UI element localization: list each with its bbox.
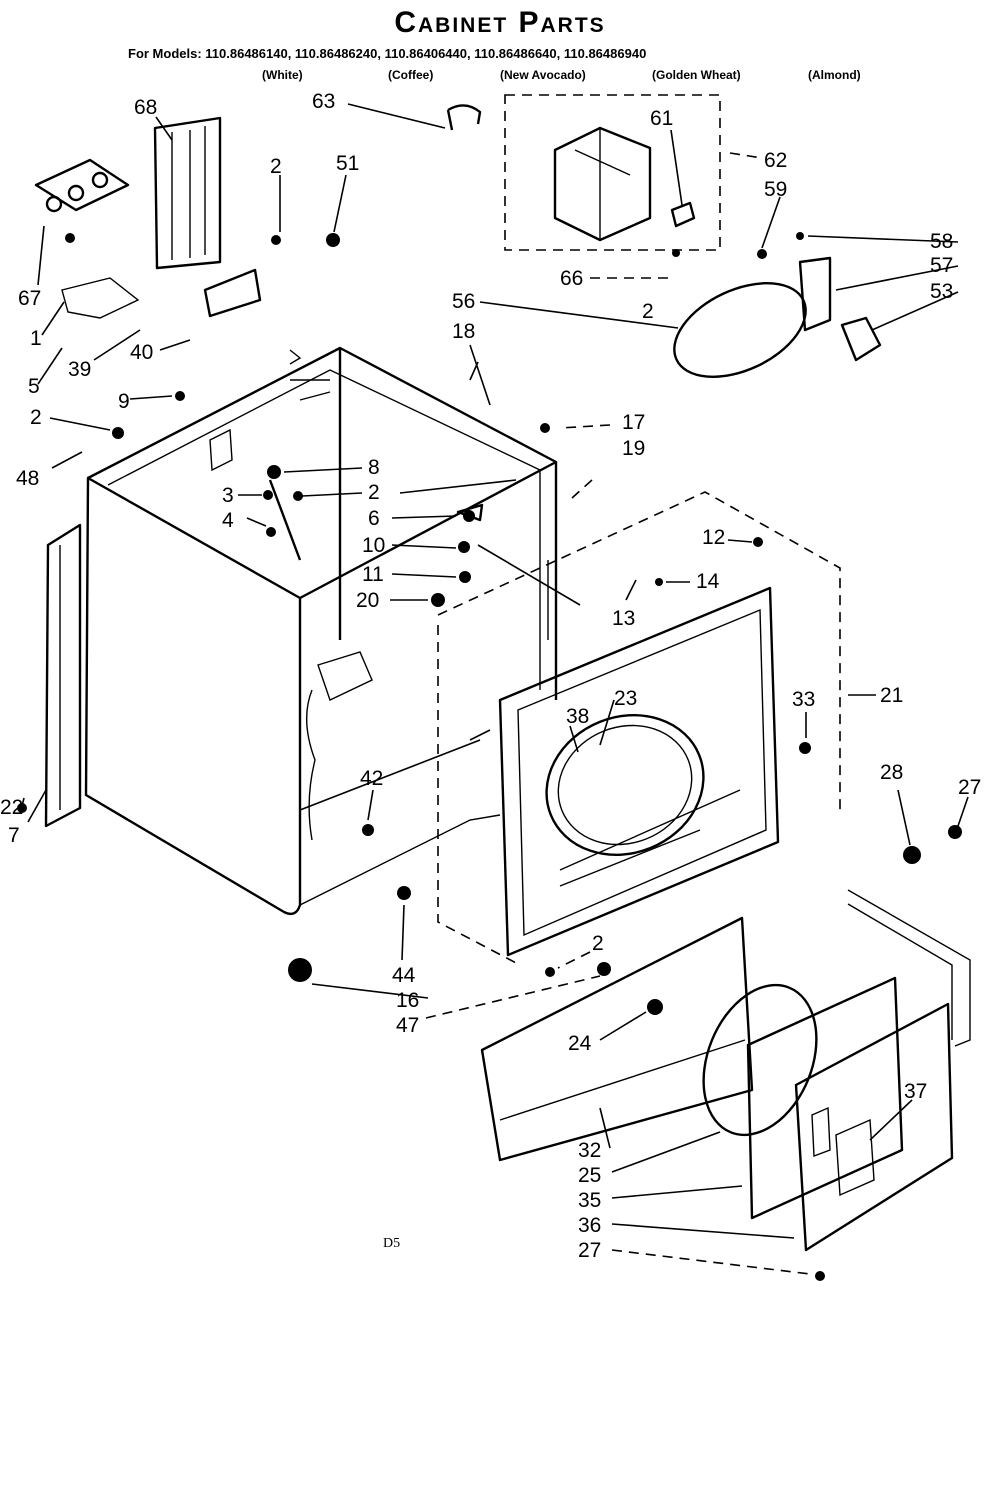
front-panel bbox=[437, 491, 841, 966]
color-label-avocado: (New Avocado) bbox=[500, 68, 586, 82]
callout-42: 42 bbox=[360, 767, 383, 790]
callout-13: 13 bbox=[612, 607, 635, 630]
callout-2: 2 bbox=[270, 155, 282, 178]
models-line: For Models: 110.86486140, 110.86486240, … bbox=[128, 46, 647, 61]
callout-37: 37 bbox=[904, 1080, 927, 1103]
callout-25: 25 bbox=[578, 1164, 601, 1187]
callout-68: 68 bbox=[134, 96, 157, 119]
callout-38: 38 bbox=[566, 705, 589, 728]
callout-27b: 27 bbox=[578, 1239, 601, 1262]
callout-16: 16 bbox=[396, 989, 419, 1012]
callout-51: 51 bbox=[336, 152, 359, 175]
callout-8: 8 bbox=[368, 456, 380, 479]
callout-28: 28 bbox=[880, 761, 903, 784]
fasteners bbox=[17, 232, 962, 1281]
page-title: Cabinet Parts bbox=[394, 6, 606, 39]
callout-2d: 2 bbox=[368, 481, 380, 504]
color-label-coffee: (Coffee) bbox=[388, 68, 434, 82]
callout-32: 32 bbox=[578, 1139, 601, 1162]
callout-61: 61 bbox=[650, 107, 673, 130]
callout-1: 1 bbox=[30, 327, 42, 350]
callout-24: 24 bbox=[568, 1032, 592, 1055]
callout-36: 36 bbox=[578, 1214, 601, 1237]
callout-27: 27 bbox=[958, 776, 981, 799]
callout-39: 39 bbox=[68, 358, 91, 381]
callout-23: 23 bbox=[614, 687, 637, 710]
callout-14: 14 bbox=[696, 570, 720, 593]
callout-12: 12 bbox=[702, 526, 725, 549]
callout-56: 56 bbox=[452, 290, 475, 313]
callout-6: 6 bbox=[368, 507, 380, 530]
callout-18: 18 bbox=[452, 320, 475, 343]
callout-21: 21 bbox=[880, 684, 903, 707]
callout-22: 22 bbox=[0, 796, 23, 819]
callout-20: 20 bbox=[356, 589, 379, 612]
callout-40: 40 bbox=[130, 341, 153, 364]
control-panel-parts bbox=[34, 116, 262, 319]
callout-11: 11 bbox=[362, 563, 384, 586]
callout-48: 48 bbox=[16, 467, 39, 490]
callout-44: 44 bbox=[392, 964, 416, 987]
callout-4: 4 bbox=[222, 509, 234, 532]
callout-33: 33 bbox=[792, 688, 815, 711]
callout-63: 63 bbox=[312, 90, 335, 113]
callout-10: 10 bbox=[362, 534, 385, 557]
leader-lines bbox=[21, 103, 969, 1275]
callout-67: 67 bbox=[18, 287, 41, 310]
callout-2c: 2 bbox=[30, 406, 42, 429]
callout-labels: 63 68 2 51 61 62 59 58 57 53 67 1 39 40 … bbox=[0, 90, 981, 1262]
callout-53: 53 bbox=[930, 280, 953, 303]
motor-assembly bbox=[446, 94, 882, 378]
callout-2b: 2 bbox=[642, 300, 654, 323]
callout-57: 57 bbox=[930, 254, 953, 277]
side-panel bbox=[44, 523, 82, 828]
callout-17: 17 bbox=[622, 411, 645, 434]
color-label-white: (White) bbox=[262, 68, 303, 82]
callout-35: 35 bbox=[578, 1189, 601, 1212]
diagram-code: D5 bbox=[383, 1236, 401, 1251]
callout-5: 5 bbox=[28, 375, 40, 398]
color-label-almond: (Almond) bbox=[808, 68, 861, 82]
callout-62: 62 bbox=[764, 149, 787, 172]
cabinet-body bbox=[84, 346, 558, 916]
callout-66: 66 bbox=[560, 267, 583, 290]
color-label-golden-wheat: (Golden Wheat) bbox=[652, 68, 741, 82]
callout-2e: 2 bbox=[592, 932, 604, 955]
callout-3: 3 bbox=[222, 484, 234, 507]
callout-7: 7 bbox=[8, 824, 20, 847]
callout-58: 58 bbox=[930, 230, 953, 253]
callout-19: 19 bbox=[622, 437, 645, 460]
callout-9: 9 bbox=[118, 390, 130, 413]
callout-59: 59 bbox=[764, 178, 787, 201]
callout-47: 47 bbox=[396, 1014, 419, 1037]
toe-panel bbox=[480, 916, 754, 1162]
door-assembly bbox=[702, 889, 971, 1252]
